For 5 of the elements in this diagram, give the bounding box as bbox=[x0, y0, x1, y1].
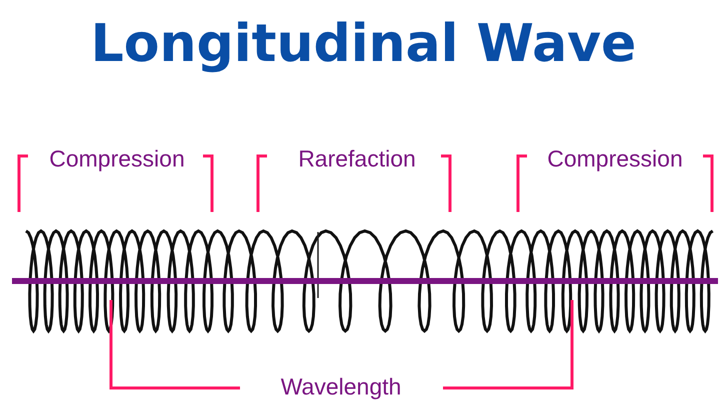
region-label: Compression bbox=[547, 148, 683, 170]
title: Longitudinal Wave bbox=[90, 14, 636, 74]
wavelength-label: Wavelength bbox=[280, 376, 402, 398]
region-label: Compression bbox=[49, 148, 185, 170]
region-label: Rarefaction bbox=[298, 148, 416, 170]
